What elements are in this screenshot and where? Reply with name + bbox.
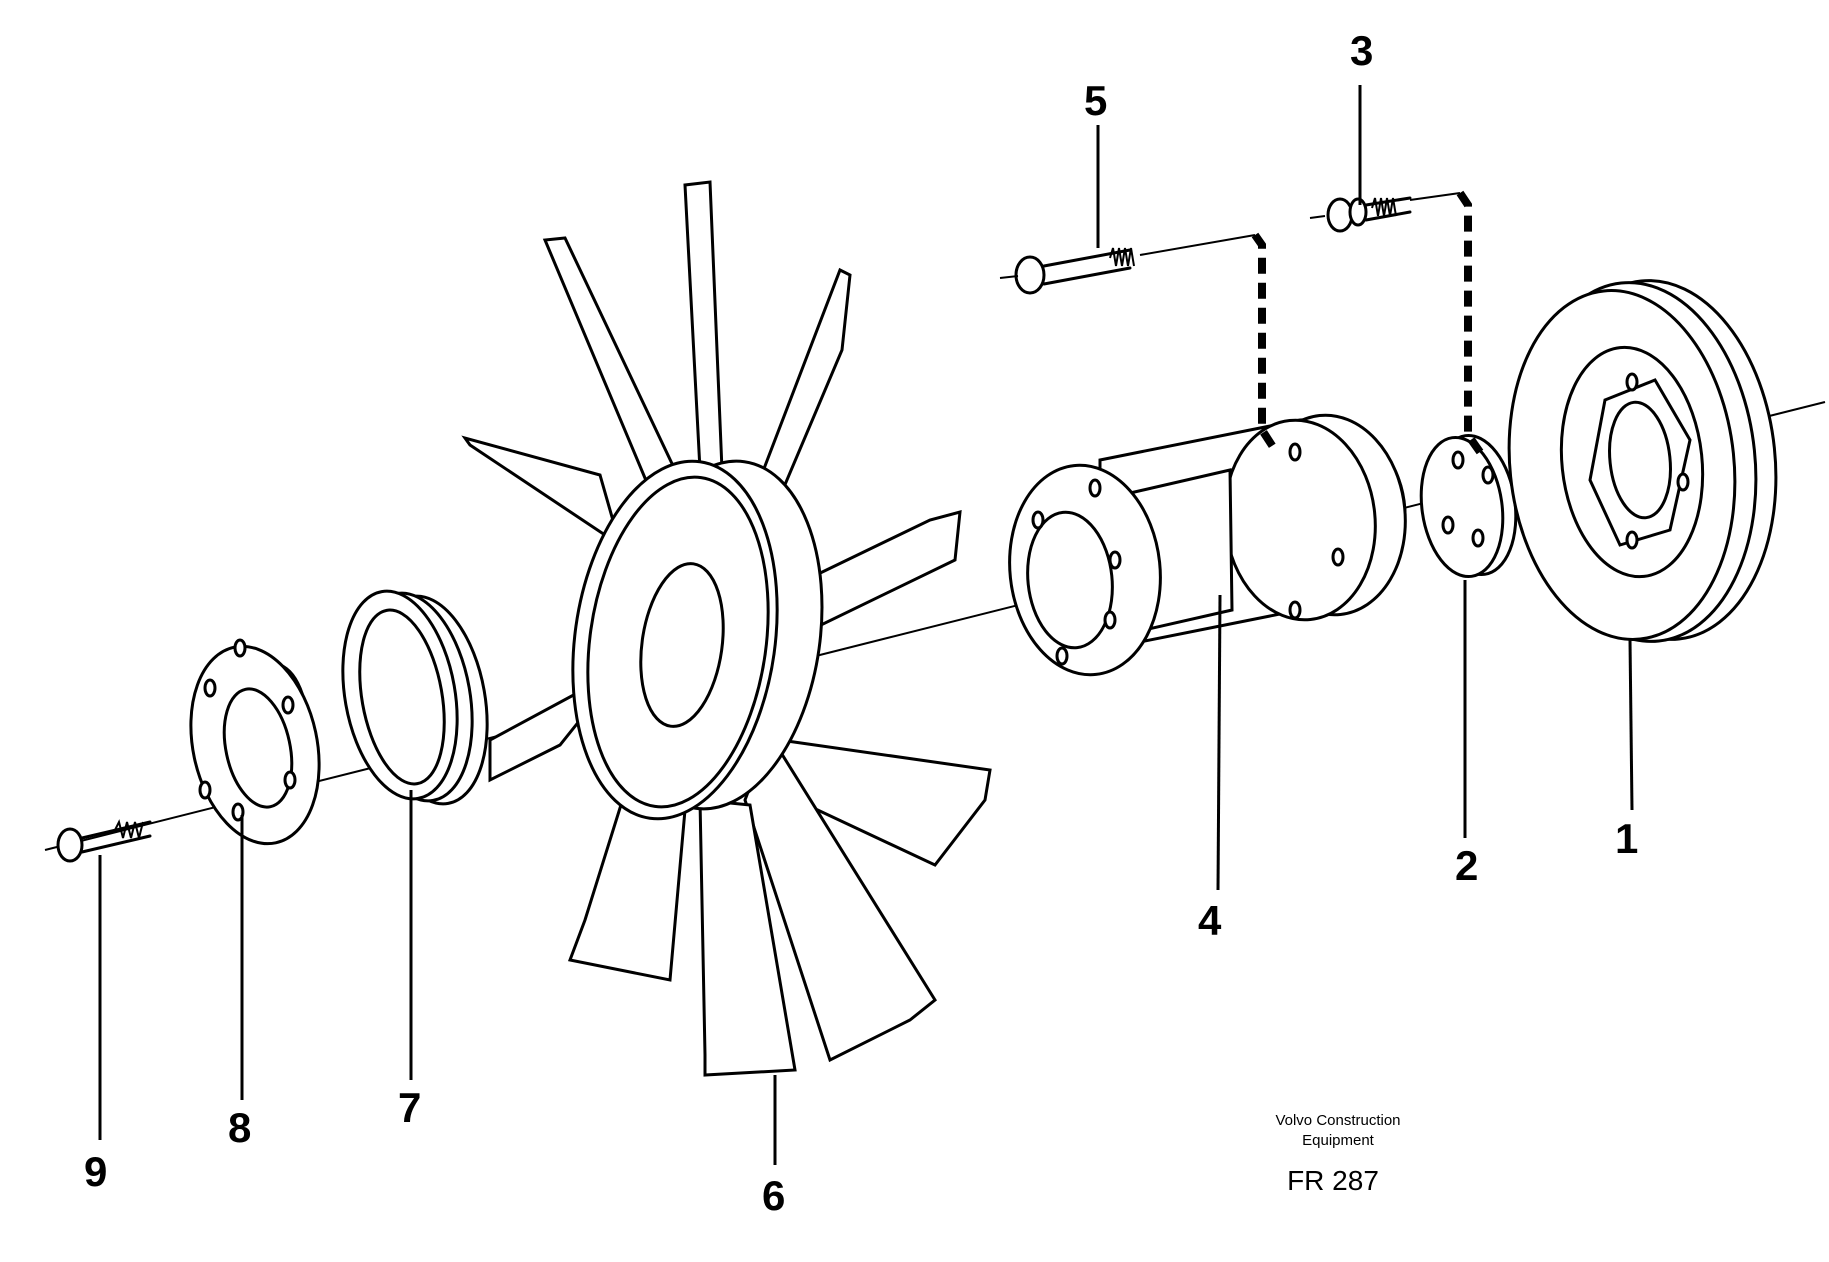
part-4-hub-spacer <box>1008 413 1407 677</box>
part-1-vibration-damper <box>1507 279 1778 643</box>
callout-9: 9 <box>84 1148 107 1195</box>
part-7-pulley-ring <box>341 589 489 806</box>
part-6-fan <box>461 180 992 1077</box>
callout-5: 5 <box>1084 77 1107 124</box>
part-9-screw <box>56 819 152 863</box>
callout-leaders <box>98 85 1634 1165</box>
callout-2: 2 <box>1455 842 1478 889</box>
part-5-bolt <box>999 232 1279 453</box>
callout-4: 4 <box>1198 897 1222 944</box>
footer-company-line1: Volvo Construction <box>1275 1112 1400 1129</box>
part-8-flange-ring <box>189 638 321 846</box>
part-2-small-flange <box>1419 433 1518 579</box>
callout-1: 1 <box>1615 815 1638 862</box>
callout-3: 3 <box>1350 27 1373 74</box>
callout-7: 7 <box>398 1084 421 1131</box>
callout-6: 6 <box>762 1172 785 1219</box>
footer-figure-code: FR 287 <box>1287 1165 1379 1196</box>
part-3-bolt-with-nut <box>1309 190 1484 455</box>
footer-company-line2: Equipment <box>1302 1132 1375 1149</box>
callout-8: 8 <box>228 1104 251 1151</box>
